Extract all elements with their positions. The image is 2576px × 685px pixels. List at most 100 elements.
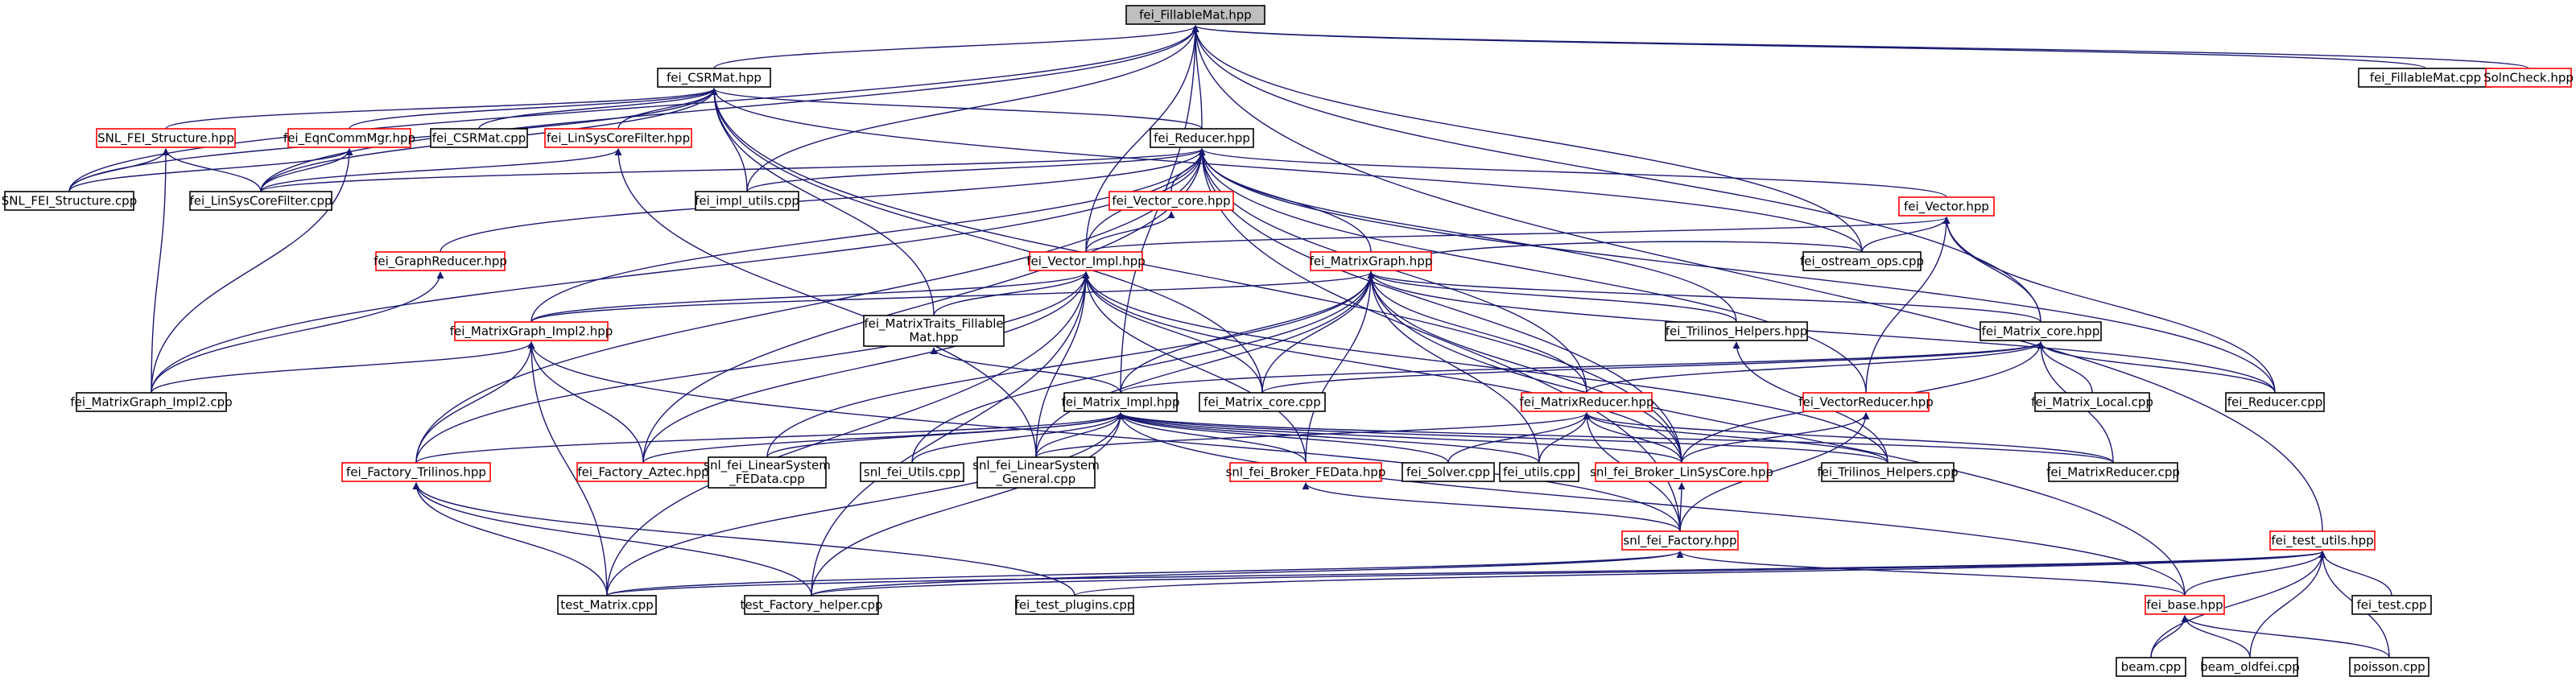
node-eqncomm[interactable]: fei_EqnCommMgr.hpp — [283, 128, 415, 148]
node-broker-fedata[interactable]: snl_fei_Broker_FEData.hpp — [1226, 462, 1386, 482]
node-mgi2-cpp[interactable]: fei_MatrixGraph_Impl2.cpp — [70, 392, 233, 412]
node-snl-struct-hpp[interactable]: SNL_FEI_Structure.hpp — [96, 128, 236, 148]
node-vector-impl[interactable]: fei_Vector_Impl.hpp — [1026, 251, 1146, 271]
edge-snl_struct_hpp-to-csrmat_hpp — [165, 88, 718, 130]
node-matrixreducer-cpp[interactable]: fei_MatrixReducer.cpp — [2046, 462, 2180, 482]
edge-test_matrix-to-mgi2_hpp — [527, 341, 608, 596]
edge-factory_aztec-to-vector_impl — [642, 271, 1090, 464]
node-box — [1979, 321, 2102, 341]
node-label: fei_Factory_Aztec.hpp — [577, 465, 708, 481]
node-snl-utils[interactable]: snl_fei_Utils.cpp — [860, 462, 964, 482]
node-matrix-local[interactable]: fei_Matrix_Local.cpp — [2031, 392, 2153, 412]
node-test-utils[interactable]: fei_test_utils.hpp — [2269, 530, 2376, 551]
node-box — [1402, 462, 1495, 482]
node-matrixgraph-hpp[interactable]: fei_MatrixGraph.hpp — [1310, 251, 1433, 271]
edge-mgi2_cpp-to-graphreducer — [151, 271, 444, 394]
edge-trilinos_helpers_cpp-to-matrixreducer_hpp — [1583, 412, 1889, 464]
edge-matrix_core_cpp-to-matrixgraph_hpp — [1261, 271, 1375, 394]
edge-lsgeneral-to-linsysfilter_hpp — [614, 148, 1037, 458]
node-label: SNL_FEI_Structure.hpp — [97, 131, 234, 146]
node-label: beam.cpp — [2121, 660, 2182, 675]
node-lsfedata[interactable]: snl_fei_LinearSystem_FEData.cpp — [704, 456, 831, 489]
node-factory-aztec[interactable]: fei_Factory_Aztec.hpp — [576, 462, 710, 482]
node-trilinos-helpers-hpp[interactable]: fei_Trilinos_Helpers.hpp — [1665, 321, 1808, 341]
node-label: fei_impl_utils.cpp — [695, 194, 799, 209]
node-label: fei_CSRMat.cpp — [432, 131, 526, 146]
node-box — [4, 191, 134, 211]
node-linsysfilter-hpp[interactable]: fei_LinSysCoreFilter.hpp — [544, 128, 692, 148]
edge-trilinos_helpers_cpp-to-matrix_impl — [1117, 412, 1889, 464]
edge-lsgeneral-to-matrixgraph_hpp — [1035, 271, 1375, 458]
node-label: fei_utils.cpp — [1503, 465, 1575, 481]
node-factory-tril[interactable]: fei_Factory_Trilinos.hpp — [341, 462, 491, 482]
node-box — [189, 191, 332, 211]
edge-mgi2_cpp-to-snl_struct_hpp — [151, 148, 170, 394]
node-beam[interactable]: beam.cpp — [2116, 657, 2186, 677]
node-ostream-ops[interactable]: fei_ostream_ops.cpp — [1800, 251, 1924, 271]
node-solncheck[interactable]: SolnCheck.hpp — [2483, 68, 2574, 88]
edge-snl_struct_cpp-to-fillable_hpp — [68, 25, 1199, 192]
edge-matrixreducer_cpp-to-matrix_impl — [1117, 412, 2114, 464]
node-csrmat-hpp[interactable]: fei_CSRMat.hpp — [657, 68, 771, 88]
node-fillable-cpp[interactable]: fei_FillableMat.cpp — [2358, 68, 2493, 88]
edge-reducer_cpp-to-vector_hpp — [1942, 217, 2276, 394]
node-lsgeneral[interactable]: snl_fei_LinearSystem_General.cpp — [972, 456, 1100, 489]
node-matrix-core-cpp[interactable]: fei_Matrix_core.cpp — [1199, 392, 1326, 412]
node-box — [375, 251, 506, 271]
edge-mgi2_hpp-to-matrixgraph_hpp — [530, 271, 1375, 323]
node-trilinos-helpers-cpp[interactable]: fei_Trilinos_Helpers.cpp — [1817, 462, 1959, 482]
node-label: fei_Vector_Impl.hpp — [1026, 254, 1146, 270]
node-fei-test[interactable]: fei_test.cpp — [2351, 595, 2432, 615]
edge-vector_impl-to-vector_hpp — [1085, 217, 1951, 253]
node-test-factory-helper[interactable]: test_Factory_helper.cpp — [740, 595, 883, 615]
edge-factory_tril-to-mgi2_hpp — [415, 341, 535, 464]
node-utils-cpp[interactable]: fei_utils.cpp — [1499, 462, 1579, 482]
node-reducer-hpp[interactable]: fei_Reducer.hpp — [1150, 128, 1254, 148]
node-test-plugins[interactable]: fei_test_plugins.cpp — [1015, 595, 1135, 615]
node-box — [1621, 530, 1739, 551]
node-impl-utils[interactable]: fei_impl_utils.cpp — [695, 191, 799, 211]
node-matrixreducer-hpp[interactable]: fei_MatrixReducer.hpp — [1520, 392, 1654, 412]
node-snl-factory[interactable]: snl_fei_Factory.hpp — [1621, 530, 1739, 551]
node-solver[interactable]: fei_Solver.cpp — [1402, 462, 1495, 482]
edge-impl_utils-to-reducer_hpp — [746, 148, 1206, 192]
node-fillable-hpp[interactable]: fei_FillableMat.hpp — [1125, 5, 1265, 25]
node-mtraits[interactable]: fei_MatrixTraits_FillableMat.hpp — [863, 315, 1005, 347]
node-broker-lsc[interactable]: snl_fei_Broker_LinSysCore.hpp — [1590, 462, 1773, 482]
node-matrix-impl[interactable]: fei_Matrix_Impl.hpp — [1062, 392, 1180, 412]
node-label: fei_MatrixGraph_Impl2.cpp — [70, 395, 232, 411]
node-fei-base[interactable]: fei_base.hpp — [2145, 595, 2225, 615]
node-linsysfilter-cpp[interactable]: fei_LinSysCoreFilter.cpp — [189, 191, 332, 211]
node-vector-core[interactable]: fei_Vector_core.hpp — [1108, 191, 1234, 211]
node-mgi2-hpp[interactable]: fei_MatrixGraph_Impl2.hpp — [450, 321, 613, 341]
node-test-matrix[interactable]: test_Matrix.cpp — [557, 595, 657, 615]
node-label: SolnCheck.hpp — [2483, 71, 2574, 85]
node-matrix-core-hpp[interactable]: fei_Matrix_core.hpp — [1979, 321, 2102, 341]
edge-vector_impl-to-fillable_hpp — [1085, 25, 1199, 253]
node-csrmat-cpp[interactable]: fei_CSRMat.cpp — [430, 128, 528, 148]
node-snl-struct-cpp[interactable]: SNL_FEI_Structure.cpp — [2, 191, 137, 211]
node-poisson[interactable]: poisson.cpp — [2349, 657, 2429, 677]
node-vector-hpp[interactable]: fei_Vector.hpp — [1898, 196, 1995, 217]
edge-mtraits-to-csrmat_hpp — [710, 88, 935, 316]
node-box — [1108, 191, 1234, 211]
node-box — [2202, 657, 2298, 677]
node-reducer-cpp[interactable]: fei_Reducer.cpp — [2225, 392, 2325, 412]
node-vectorreducer[interactable]: fei_VectorReducer.hpp — [1798, 392, 1934, 412]
node-label: fei_FillableMat.hpp — [1139, 8, 1252, 23]
node-label: fei_MatrixReducer.cpp — [2046, 465, 2180, 481]
node-box — [2269, 530, 2376, 551]
edge-matrixreducer_hpp-to-matrixgraph_hpp — [1367, 271, 1587, 394]
node-label: fei_Matrix_core.hpp — [1982, 324, 2100, 340]
edge-mgi2_hpp-to-reducer_hpp — [530, 148, 1206, 323]
node-beam-oldfei[interactable]: beam_oldfei.cpp — [2200, 657, 2300, 677]
edge-snl_factory-to-reducer_hpp — [1198, 148, 1681, 532]
node-box — [1015, 595, 1134, 615]
nodes-layer: fei_FillableMat.hpp fei_CSRMat.hpp fei_Fil… — [2, 5, 2574, 677]
node-label: fei_ostream_ops.cpp — [1800, 254, 1924, 270]
edge-snl_factory-to-broker_lsc — [1678, 482, 1686, 532]
node-graphreducer[interactable]: fei_GraphReducer.hpp — [374, 251, 507, 271]
edge-snl_struct_cpp-to-eqncomm — [68, 148, 353, 192]
node-label: fei_MatrixReducer.hpp — [1520, 395, 1654, 411]
